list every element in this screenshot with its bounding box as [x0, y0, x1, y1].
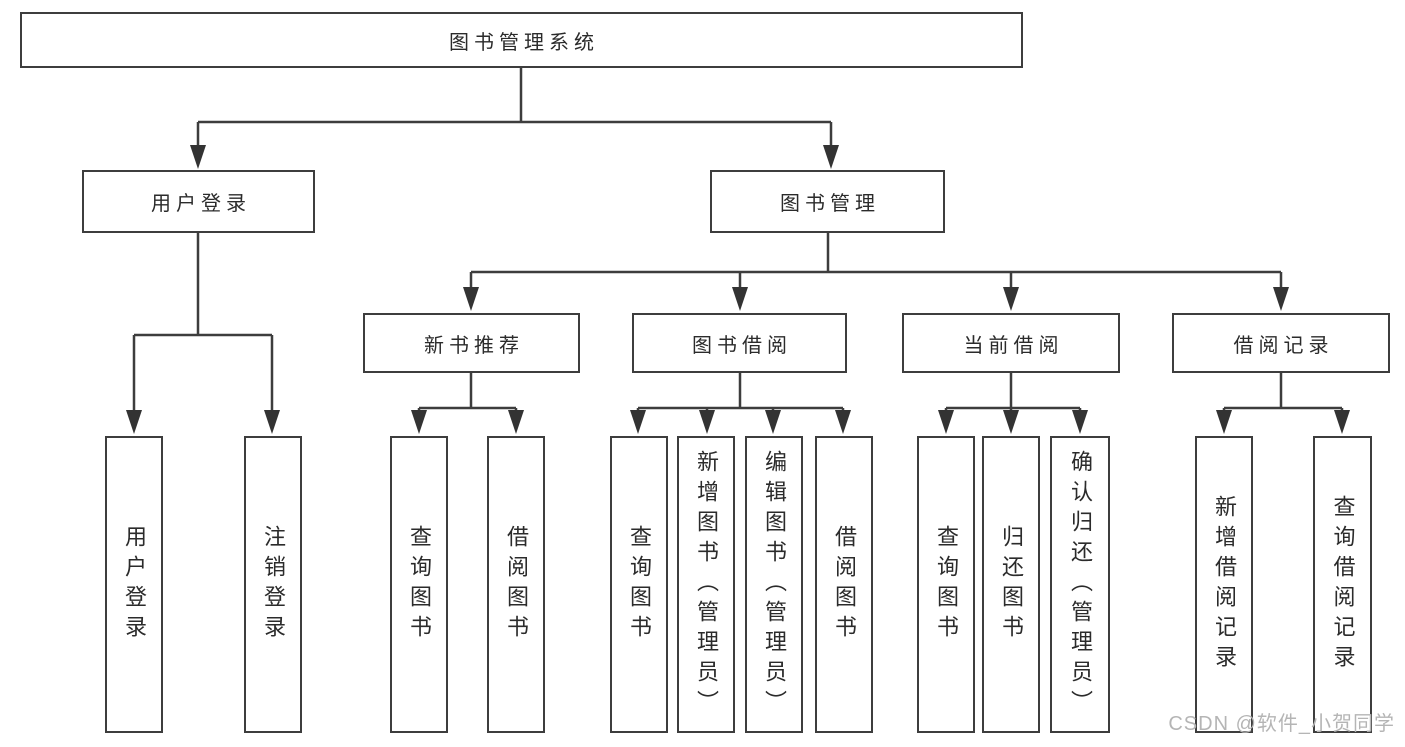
node-borrow-records-label: 借阅记录: [1233, 334, 1334, 357]
watermark: CSDN @软件_小贺同学: [1168, 713, 1395, 735]
arrowheads: [126, 145, 1350, 434]
leaf-user-login-label: 用户登录: [122, 524, 147, 645]
leaf-borrow-books-label: 借阅图书: [832, 524, 857, 645]
leaf-query-borrow-record: 查询借阅记录: [1313, 436, 1372, 733]
leaf-edit-book-admin: 编辑图书（管理员）: [745, 436, 803, 733]
leaf-edit-book-admin-label: 编辑图书（管理员）: [762, 449, 787, 720]
leaf-return-books: 归还图书: [982, 436, 1040, 733]
leaf-logout-label: 注销登录: [261, 524, 286, 645]
leaf-add-book-admin: 新增图书（管理员）: [677, 436, 735, 733]
node-current-borrow: 当前借阅: [902, 313, 1120, 373]
node-root: 图书管理系统: [20, 12, 1023, 68]
node-root-label: 图书管理系统: [449, 31, 599, 54]
node-book-management-label: 图书管理: [780, 193, 880, 215]
leaf-borrow-books-recommend: 借阅图书: [487, 436, 545, 733]
leaf-confirm-return-admin-label: 确认归还（管理员）: [1068, 449, 1093, 720]
leaf-query-books-recommend: 查询图书: [390, 436, 448, 733]
node-user-login-label: 用户登录: [151, 193, 251, 215]
leaf-query-books-borrow-label: 查询图书: [627, 524, 652, 645]
leaf-borrow-books: 借阅图书: [815, 436, 873, 733]
leaf-query-books-current-label: 查询图书: [934, 524, 959, 645]
leaf-add-borrow-record: 新增借阅记录: [1195, 436, 1253, 733]
leaf-add-book-admin-label: 新增图书（管理员）: [694, 449, 719, 720]
node-new-book-recommend: 新书推荐: [363, 313, 580, 373]
node-current-borrow-label: 当前借阅: [963, 334, 1064, 357]
leaf-return-books-label: 归还图书: [999, 524, 1024, 645]
node-book-borrow: 图书借阅: [632, 313, 847, 373]
leaf-query-books-current: 查询图书: [917, 436, 975, 733]
node-user-login: 用户登录: [82, 170, 315, 233]
leaf-query-books-recommend-label: 查询图书: [407, 524, 432, 645]
node-book-borrow-label: 图书借阅: [692, 334, 792, 357]
node-borrow-records: 借阅记录: [1172, 313, 1390, 373]
leaf-query-borrow-record-label: 查询借阅记录: [1330, 494, 1356, 675]
leaf-add-borrow-record-label: 新增借阅记录: [1212, 494, 1237, 675]
leaf-confirm-return-admin: 确认归还（管理员）: [1050, 436, 1110, 733]
node-book-management: 图书管理: [710, 170, 945, 233]
node-new-book-recommend-label: 新书推荐: [424, 334, 524, 357]
leaf-borrow-books-recommend-label: 借阅图书: [504, 524, 529, 645]
leaf-user-login: 用户登录: [105, 436, 163, 733]
leaf-logout: 注销登录: [244, 436, 302, 733]
leaf-query-books-borrow: 查询图书: [610, 436, 668, 733]
